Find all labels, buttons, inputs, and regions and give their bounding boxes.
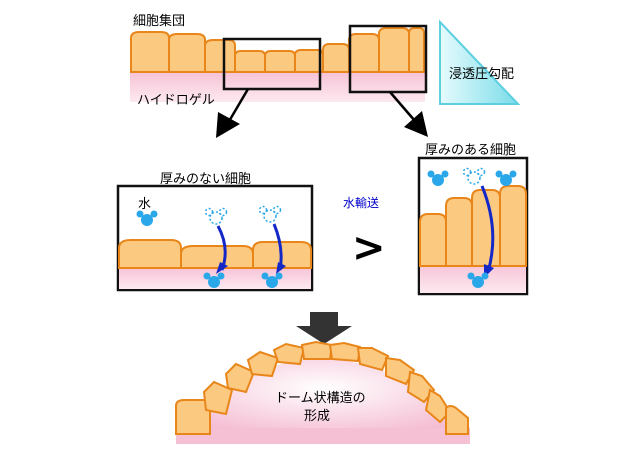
thin-cells-panel	[116, 184, 314, 292]
thin-cell-layer	[118, 239, 312, 269]
water-transport-label: 水輸送	[343, 196, 380, 210]
water-molecule-outline-icon	[462, 167, 486, 185]
thick-region-box	[348, 24, 428, 94]
osmotic-gradient-triangle	[439, 19, 521, 105]
comparison-symbol: >	[352, 225, 386, 271]
thick-cells-title: 厚みのある細胞	[425, 143, 517, 158]
water-label: 水	[138, 197, 152, 212]
water-flow-arrowhead	[216, 262, 228, 274]
water-flow-arrow	[480, 185, 495, 273]
hydrogel-strip	[130, 70, 425, 102]
water-molecule-outline-icon	[204, 207, 228, 225]
dome-base-gel	[176, 428, 470, 444]
arrow-to-thick	[389, 91, 428, 137]
cell-cluster-label: 細胞集団	[133, 14, 186, 29]
water-flow-arrowhead	[276, 262, 286, 274]
arrow-to-thin	[216, 88, 250, 138]
water-molecule-icon	[203, 272, 225, 288]
dome-cell-layer	[175, 340, 469, 435]
dome-label-line1: ドーム状構造の	[275, 391, 366, 406]
hydrogel-label: ハイドロゲル	[137, 93, 215, 108]
water-molecule-icon	[495, 170, 517, 186]
water-molecule-icon	[467, 272, 489, 288]
water-molecule-outline-icon	[258, 205, 282, 223]
water-molecule-icon	[136, 210, 158, 226]
top-cell-layer	[130, 27, 425, 73]
thick-cell-layer	[419, 185, 527, 267]
thin-region-box	[222, 37, 322, 91]
down-arrow	[296, 312, 352, 344]
dome-label-line2: 形成	[304, 409, 331, 424]
water-molecule-icon	[427, 170, 449, 186]
osmotic-gradient-label: 浸透圧勾配	[449, 67, 515, 82]
thin-cells-title: 厚みのない細胞	[160, 172, 252, 187]
water-molecule-icon	[261, 272, 283, 288]
